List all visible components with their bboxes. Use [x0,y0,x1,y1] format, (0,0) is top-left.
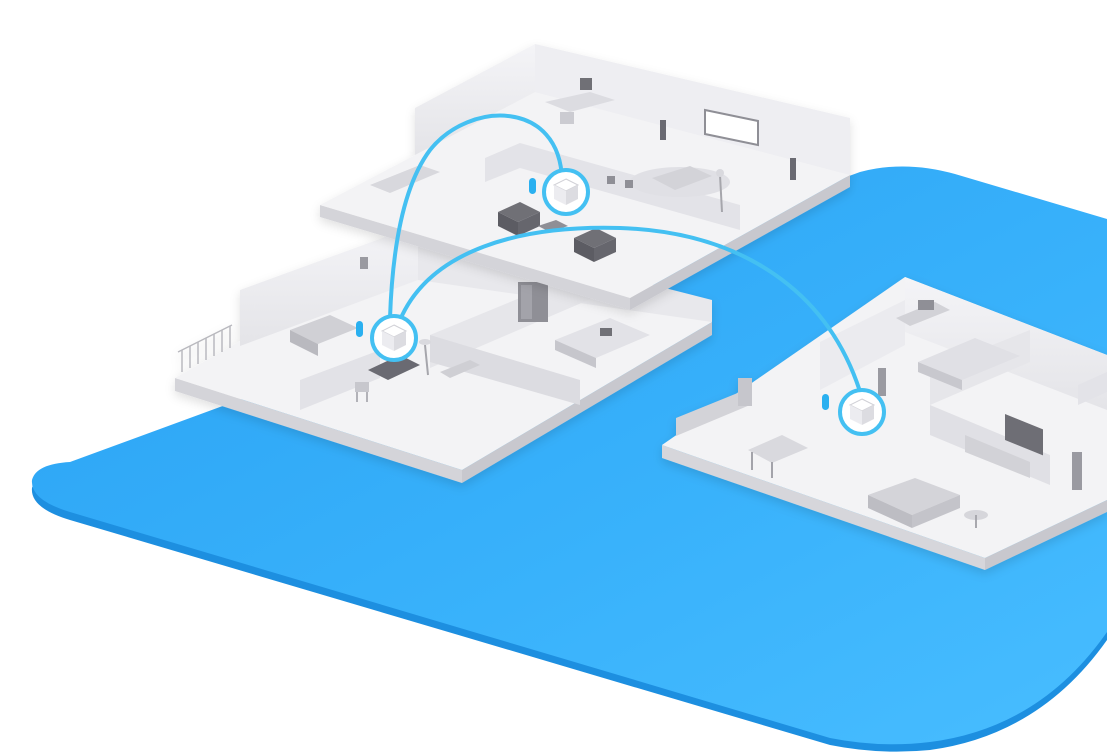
upper-bed [652,166,712,190]
mesh-links [388,113,864,400]
lower-floor-front [175,378,462,483]
upper-lamp-shade [716,169,724,177]
lower-bed-frame [555,340,596,368]
platform-top [31,166,1107,745]
sofa-side [912,495,960,528]
lower-bed [555,318,650,358]
lower-back-wall [240,225,418,346]
status-indicator-icon [822,394,829,410]
lower-tv-stand [368,355,420,380]
right-floor-right [985,500,1107,570]
upper-back-wall-left [415,44,535,155]
floor-speaker [1072,452,1082,490]
upper-armchair [574,228,616,262]
lower-sofa [290,315,358,344]
tv-screen [1005,414,1043,456]
link-lower-to-right [398,225,864,400]
tv-unit [965,435,1030,478]
dining-chair [355,382,369,402]
wall-picture [625,180,633,188]
laptop [600,328,612,336]
lower-sofa-front [290,330,318,356]
right-floor-front [662,445,985,570]
right-inner-wall-a [820,300,905,390]
desk-monitor [918,300,934,310]
sofa-front [868,495,912,528]
lower-inner-wall-a [430,265,600,368]
lower-floor-right [462,322,712,483]
floor-speaker [878,368,886,396]
link-upper-to-lower [388,113,564,320]
upper-speaker [790,158,796,180]
upper-armchair [498,202,540,236]
floor-lamp-shade [419,339,431,345]
upper-monitor [580,78,592,90]
upper-chair [560,112,574,124]
wall-shelf [1078,372,1107,405]
fridge [738,378,752,406]
mesh-node-right [838,388,886,436]
upper-back-wall-right [535,44,850,175]
bedroom-desk [896,302,950,326]
dining-table [748,435,808,463]
upper-floor-lamp [719,174,723,213]
blue-platform [31,166,1107,752]
lower-inner-wall-b [430,335,580,405]
living-sofa [868,478,960,515]
upper-coffee-table [538,220,568,232]
wall-picture [607,176,615,184]
bed-frame [918,362,962,390]
mesh-node-lower [370,314,418,362]
status-indicator-icon [529,178,536,194]
bedroom-bed [918,338,1020,380]
floor-lamp [424,344,429,376]
lower-inner-wall-c [300,350,380,410]
upper-desk [545,92,615,112]
mesh-node-upper [542,168,590,216]
wardrobe-door [521,285,532,319]
kitchen-counter [676,388,750,436]
balcony-railing [177,324,233,372]
upper-floor-right [630,175,850,310]
status-indicator-icon [356,321,363,337]
lower-cabinet [440,360,480,378]
wall-picture [360,257,368,269]
upper-cabinet [370,165,440,193]
upper-inner-wall [485,143,740,230]
wall-whiteboard [704,108,759,147]
upper-speaker [660,120,666,140]
